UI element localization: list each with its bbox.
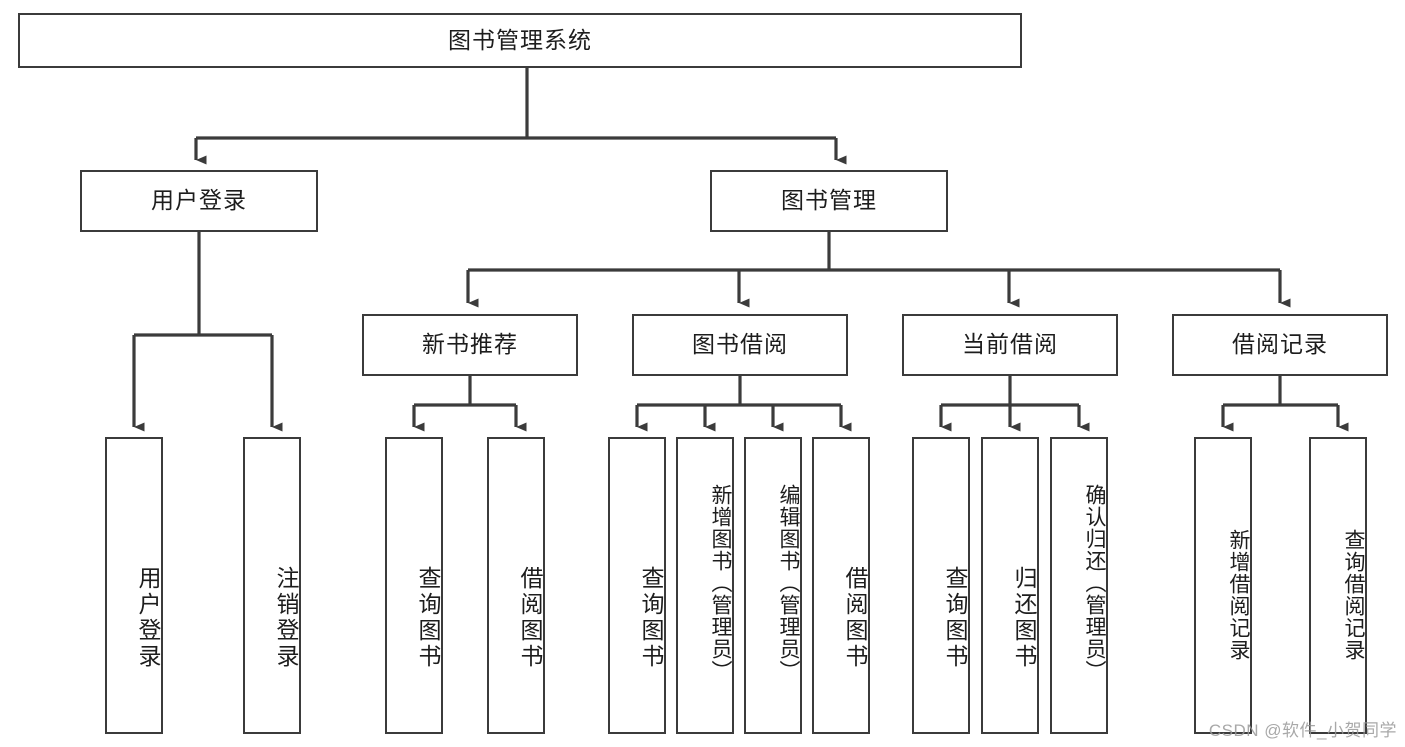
node-label: 新书推荐	[422, 331, 518, 358]
node-label: 注销登录	[273, 565, 299, 670]
node-label: 归还图书	[1011, 565, 1037, 670]
node-label: 新增图书（管理员）	[709, 483, 732, 682]
node-label: 查询借阅记录	[1342, 528, 1365, 661]
node-root-book-management-system[interactable]: 图书管理系统	[18, 13, 1022, 68]
node-label: 借阅图书	[842, 565, 868, 670]
leaf-current-borrow-query-books[interactable]: 查询图书	[912, 437, 970, 734]
csdn-watermark: CSDN @软件_小贺同学	[1208, 721, 1397, 740]
node-label: 查询图书	[942, 565, 968, 670]
leaf-book-borrow-add-book-admin[interactable]: 新增图书（管理员）	[676, 437, 734, 734]
node-label: 查询图书	[638, 565, 664, 670]
node-label: 借阅图书	[517, 565, 543, 670]
leaf-book-borrow-query-books[interactable]: 查询图书	[608, 437, 666, 734]
leaf-user-login-logout[interactable]: 注销登录	[243, 437, 301, 734]
leaf-new-book-borrow-books[interactable]: 借阅图书	[487, 437, 545, 734]
node-book-management[interactable]: 图书管理	[710, 170, 948, 232]
leaf-user-login-login[interactable]: 用户登录	[105, 437, 163, 734]
node-label: 编辑图书（管理员）	[777, 483, 800, 682]
node-label: 用户登录	[135, 565, 161, 670]
node-label: 借阅记录	[1232, 331, 1328, 358]
node-label: 确认归还（管理员）	[1083, 483, 1106, 682]
node-label: 图书管理系统	[448, 26, 592, 53]
node-label: 当前借阅	[962, 331, 1058, 358]
node-label: 图书管理	[781, 187, 877, 214]
leaf-current-borrow-confirm-return-admin[interactable]: 确认归还（管理员）	[1050, 437, 1108, 734]
leaf-current-borrow-return-books[interactable]: 归还图书	[981, 437, 1039, 734]
leaf-book-borrow-borrow-books[interactable]: 借阅图书	[812, 437, 870, 734]
leaf-new-book-query-books[interactable]: 查询图书	[385, 437, 443, 734]
node-user-login[interactable]: 用户登录	[80, 170, 318, 232]
node-label: 图书借阅	[692, 331, 788, 358]
node-new-book-recommend[interactable]: 新书推荐	[362, 314, 578, 376]
leaf-borrow-record-query-record[interactable]: 查询借阅记录	[1309, 437, 1367, 734]
node-label: 新增借阅记录	[1227, 528, 1250, 661]
node-book-borrow[interactable]: 图书借阅	[632, 314, 848, 376]
leaf-borrow-record-add-record[interactable]: 新增借阅记录	[1194, 437, 1252, 734]
node-label: 查询图书	[415, 565, 441, 670]
node-borrow-record[interactable]: 借阅记录	[1172, 314, 1388, 376]
leaf-book-borrow-edit-book-admin[interactable]: 编辑图书（管理员）	[744, 437, 802, 734]
node-current-borrow[interactable]: 当前借阅	[902, 314, 1118, 376]
node-label: 用户登录	[151, 187, 247, 214]
